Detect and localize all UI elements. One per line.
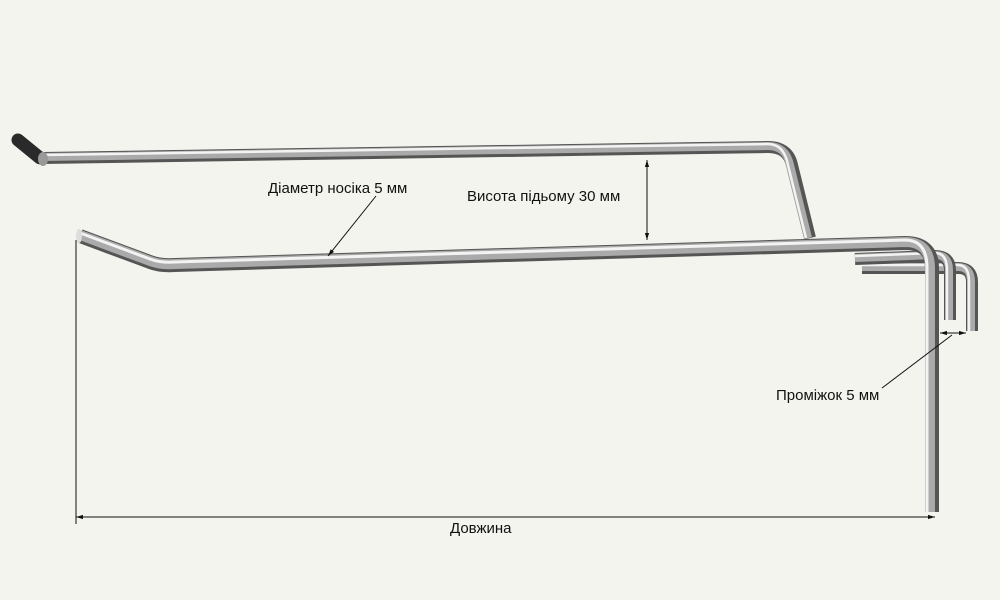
gap-leader	[881, 334, 953, 389]
nose-diameter-leader	[327, 195, 377, 257]
dimension-lines	[75, 160, 966, 524]
gap-label: Проміжок 5 мм	[776, 387, 880, 404]
nose-diameter-label: Діаметр носіка 5 мм	[268, 180, 408, 197]
lift-height-label: Висота підьому 30 мм	[467, 188, 621, 205]
length-label: Довжина	[450, 520, 512, 537]
rod-tip-cap	[11, 133, 48, 166]
main-hook	[76, 229, 939, 512]
upper-rod	[41, 141, 816, 240]
rear-hook-wire-3	[862, 262, 978, 331]
